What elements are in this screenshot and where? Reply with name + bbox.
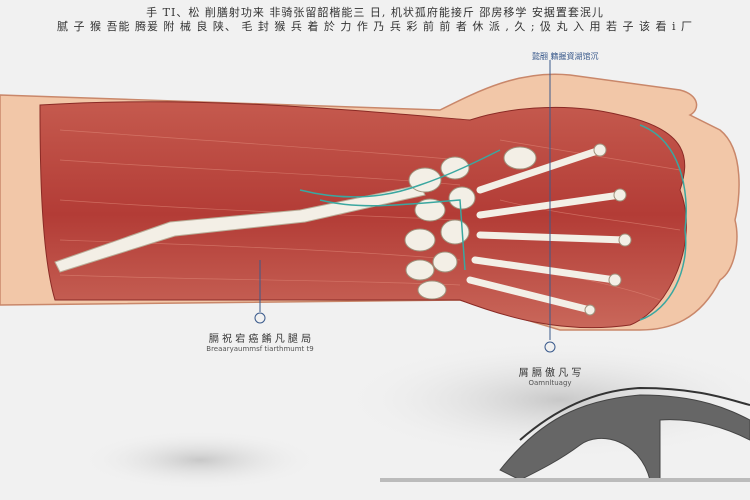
label-left-subtitle: Breaaryaummsf tiarthmumt t9	[206, 345, 314, 353]
radius-bone	[54, 184, 426, 273]
label-left: 膈 祝 宕 癌 餚 凡 腿 局 Breaaryaummsf tiarthmumt…	[190, 330, 330, 353]
carpal-bones	[404, 146, 537, 300]
marker-right	[544, 341, 556, 353]
label-right-title: 屑 膈 傲 凡 写	[518, 368, 582, 379]
marker-left	[254, 312, 266, 324]
label-right-subtitle: Oamnltuagy	[528, 379, 572, 387]
metacarpal-bones	[466, 146, 629, 314]
label-right: 屑 膈 傲 凡 写 Oamnltuagy	[505, 364, 595, 387]
stone-bridge	[499, 386, 750, 481]
mist	[80, 430, 320, 490]
knuckle-joints	[584, 143, 632, 316]
nerves	[299, 124, 687, 321]
top-right-label: 懿翮 籍握資湖馆沉	[532, 52, 599, 61]
caption-line-2: 腻 子 猴 吾能 腾爰 附 械 良 陕、 毛 封 猴 兵 着 於 力 作 乃 兵…	[56, 20, 694, 33]
caption-line-1: 手 TI、松 削膳射功来 非骑张留韶楷能三 日, 机状孤府能接斤 邵房移学 安据…	[146, 6, 604, 19]
label-left-title: 膈 祝 宕 癌 餚 凡 腿 局	[208, 334, 312, 345]
water-line	[380, 478, 750, 482]
